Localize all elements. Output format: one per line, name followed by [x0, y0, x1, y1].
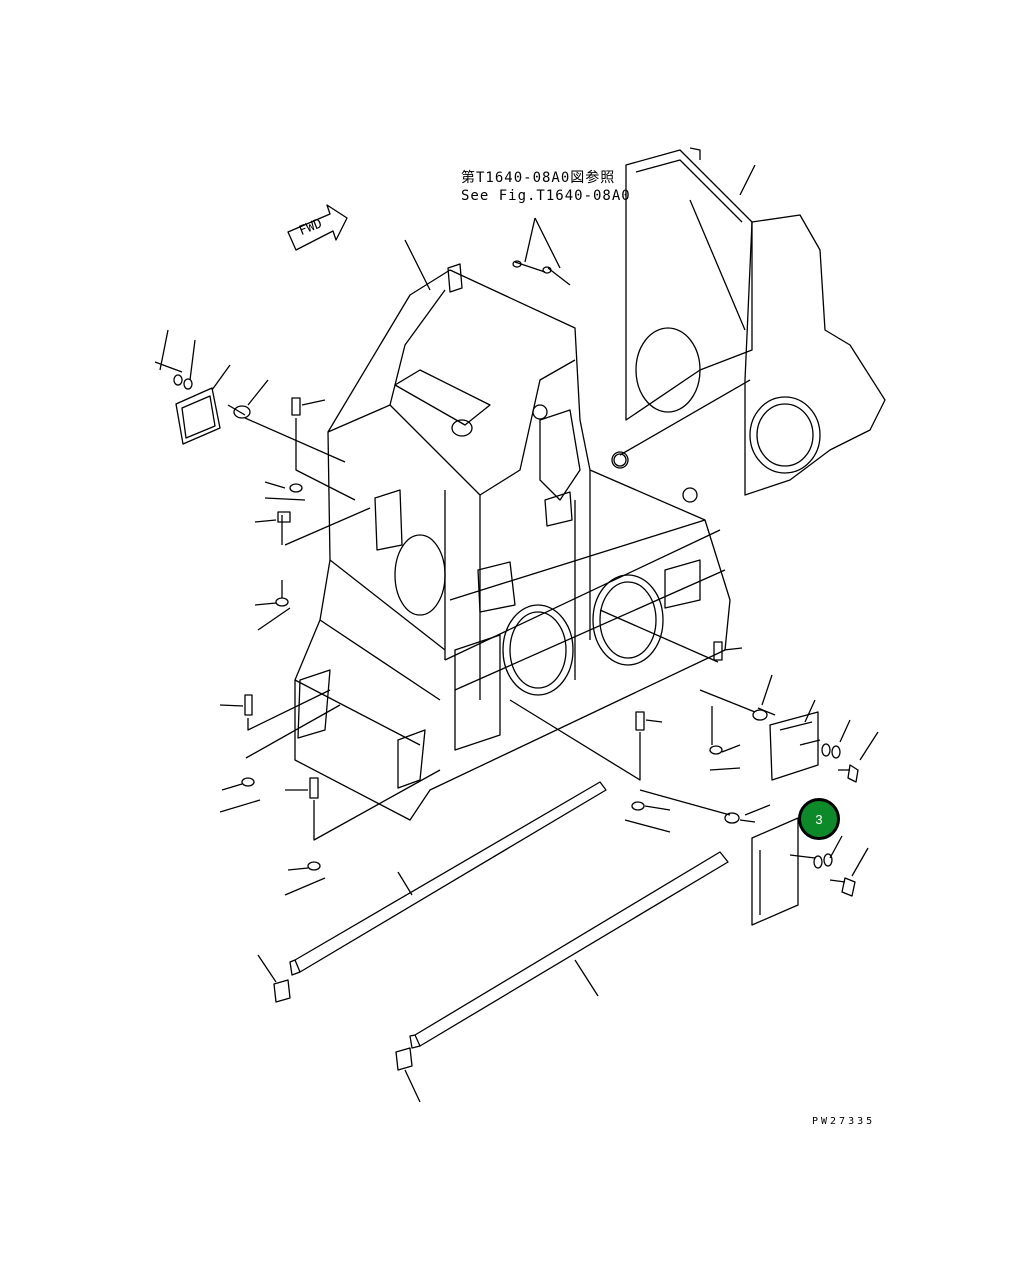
- long-bar-upper: [289, 781, 607, 976]
- drawing-number: PW27335: [812, 1116, 876, 1127]
- leader-line: [404, 239, 431, 291]
- long-bar-lower: [409, 851, 729, 1049]
- reference-text-english: See Fig.T1640-08A0: [461, 188, 631, 204]
- right-fasteners: [509, 609, 776, 833]
- main-frame: [294, 263, 731, 821]
- right-upper-cover: [769, 699, 879, 783]
- left-cover-assembly: [154, 329, 371, 631]
- end-pad-left: [257, 954, 291, 1003]
- end-pad-right: [395, 1047, 421, 1103]
- lower-left-fasteners: [219, 689, 441, 896]
- rear-frame-panel: [611, 147, 886, 496]
- reference-bolts: [512, 217, 571, 286]
- leader-line: [739, 164, 756, 196]
- part-callout-3[interactable]: 3: [798, 798, 840, 840]
- fwd-arrow-icon: [287, 204, 348, 251]
- right-lower-cover: [751, 817, 869, 926]
- reference-text-japanese: 第T1640-08A0図参照: [461, 170, 616, 186]
